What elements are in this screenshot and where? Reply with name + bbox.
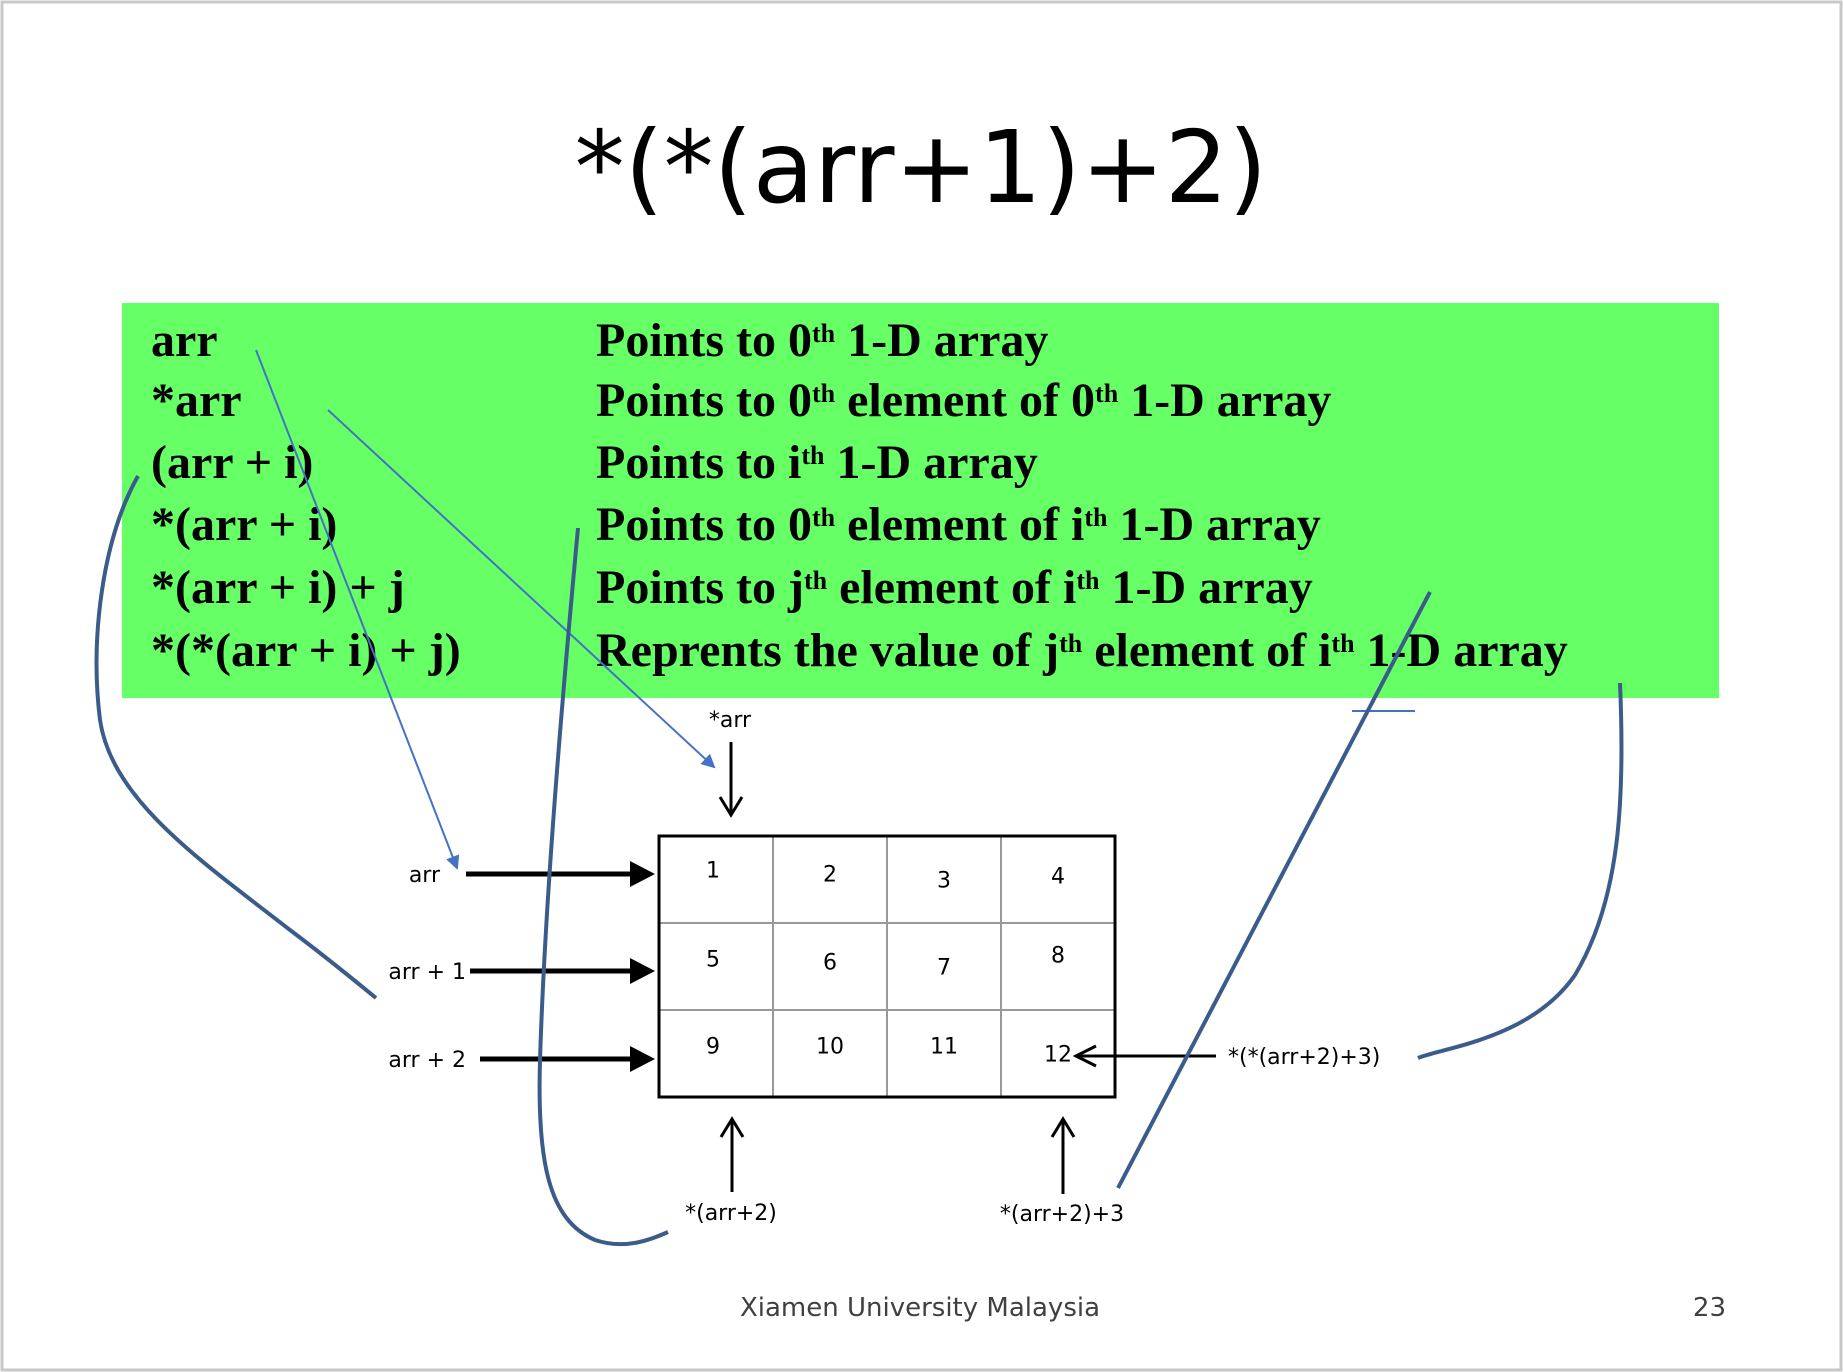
bottom-pointer-label-1: *(arr+2) — [685, 1201, 777, 1226]
grid-cell: 5 — [706, 948, 720, 973]
grid-cell: 3 — [937, 869, 951, 894]
ordinal-superscript: th — [812, 503, 836, 532]
table-desc: Points to 0th element of ith 1-D array — [596, 498, 1321, 551]
table-expr: (arr + i) — [151, 436, 313, 489]
table-desc: Points to ith 1-D array — [596, 436, 1038, 489]
annotation-stroke-value — [1417, 682, 1624, 1060]
slide-title: *(*(arr+1)+2) — [575, 109, 1268, 226]
grid-cell: 7 — [937, 956, 951, 981]
grid-cell: 9 — [706, 1035, 720, 1060]
ordinal-superscript: th — [804, 566, 828, 595]
grid-cell: 1 — [706, 859, 720, 884]
annotation-stroke-deref-arr-i — [537, 527, 669, 1247]
table-desc: Points to jth element of ith 1-D array — [596, 561, 1313, 614]
grid-cell: 12 — [1044, 1043, 1072, 1068]
value-pointer-arrowhead — [1072, 1044, 1097, 1068]
footer-label: Xiamen University Malaysia — [740, 1293, 1100, 1323]
arr-link-arrow — [255, 349, 460, 870]
bottom-pointer-arrowhead-2 — [1050, 1116, 1076, 1138]
bottom-pointer-arrowhead-1 — [719, 1116, 745, 1138]
table-expr: *(arr + i) + j — [151, 561, 405, 614]
top-pointer-arrowhead — [718, 796, 744, 818]
table-desc: Points to 0th 1-D array — [596, 314, 1048, 367]
star-arr-link-arrow — [327, 409, 716, 769]
ordinal-superscript: th — [1084, 503, 1108, 532]
grid-cell: 10 — [816, 1035, 844, 1060]
ordinal-superscript: th — [1095, 379, 1119, 408]
table-expr: *(*(arr + i) + j) — [151, 624, 461, 677]
ordinal-superscript: th — [812, 379, 836, 408]
grid-cell: 4 — [1051, 865, 1065, 890]
grid-cell: 8 — [1051, 944, 1065, 969]
value-pointer-label: *(*(arr+2)+3) — [1228, 1045, 1380, 1070]
row-pointers: arr arr + 1 arr + 2 — [388, 861, 655, 1073]
annotation-stroke-arr-i — [94, 475, 378, 1000]
ordinal-superscript: th — [801, 441, 825, 470]
table-expr: *(arr + i) — [151, 498, 337, 551]
page-number: 23 — [1693, 1293, 1726, 1323]
row-pointer-label: arr + 2 — [388, 1048, 466, 1073]
row-pointer-arrowhead — [630, 861, 655, 887]
grid-border — [657, 834, 1117, 1099]
ordinal-superscript: th — [1059, 629, 1083, 658]
top-pointer-label: *arr — [709, 708, 752, 733]
ordinal-superscript: th — [812, 319, 836, 348]
grid-cell: 11 — [930, 1035, 958, 1060]
table-expr: arr — [151, 314, 218, 367]
row-pointer-label: arr — [409, 863, 441, 888]
bottom-pointer-label-2: *(arr+2)+3 — [1000, 1202, 1124, 1227]
row-pointer-arrowhead — [630, 958, 655, 984]
definition-panel — [122, 303, 1719, 698]
row-pointer-label: arr + 1 — [388, 960, 466, 985]
table-desc: Points to 0th element of 0th 1-D array — [596, 374, 1331, 427]
row-pointer-arrowhead — [630, 1046, 655, 1072]
annotation-stroke-element-ptr — [1116, 591, 1432, 1189]
grid-cell: 2 — [823, 863, 837, 888]
ordinal-superscript: th — [1076, 566, 1100, 595]
grid-cell: 6 — [823, 951, 837, 976]
table-desc: Reprents the value of jth element of ith… — [596, 624, 1568, 677]
table-expr: *arr — [151, 374, 242, 427]
ordinal-superscript: th — [1331, 629, 1355, 658]
